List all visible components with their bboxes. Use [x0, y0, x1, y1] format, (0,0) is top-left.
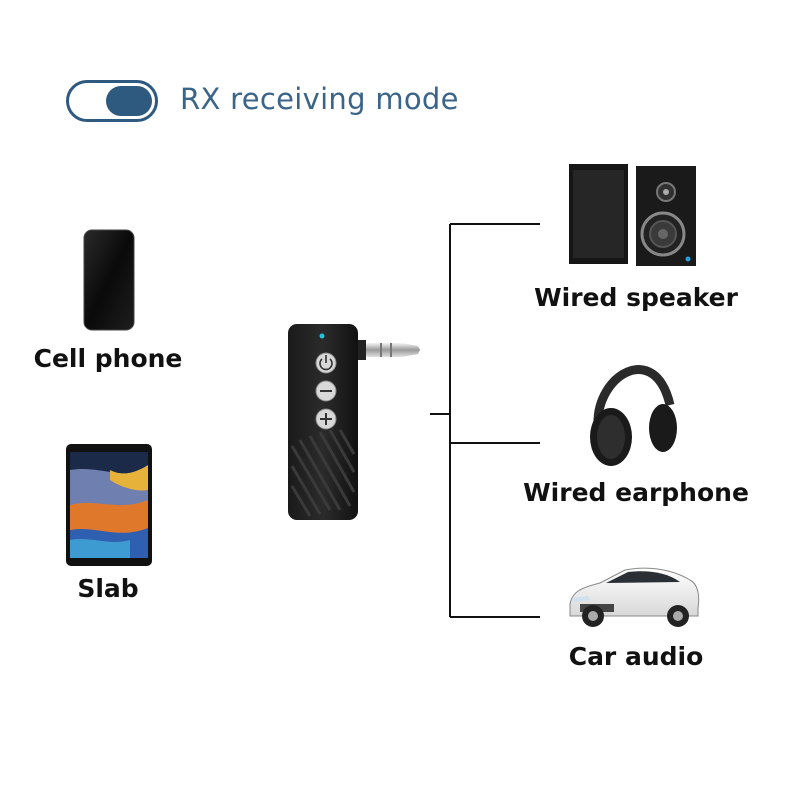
speaker-icon — [569, 164, 696, 266]
tablet-icon — [66, 444, 152, 566]
output-label-car-audio: Car audio — [568, 642, 704, 671]
bluetooth-receiver-icon — [288, 324, 420, 520]
plus-icon[interactable] — [315, 408, 337, 430]
source-label-cell-phone: Cell phone — [33, 344, 183, 373]
car-icon — [569, 567, 700, 627]
source-label-slab: Slab — [77, 574, 139, 603]
power-icon[interactable] — [315, 352, 337, 374]
cell-phone-icon — [83, 229, 135, 331]
headphones-icon — [590, 365, 677, 466]
output-label-wired-speaker: Wired speaker — [534, 283, 738, 312]
connector-lines — [430, 223, 540, 618]
mode-label: RX receiving mode — [180, 82, 459, 116]
minus-icon[interactable] — [315, 380, 337, 402]
mode-toggle[interactable] — [66, 80, 158, 122]
output-label-wired-earphone: Wired earphone — [523, 478, 749, 507]
toggle-knob — [106, 86, 152, 116]
